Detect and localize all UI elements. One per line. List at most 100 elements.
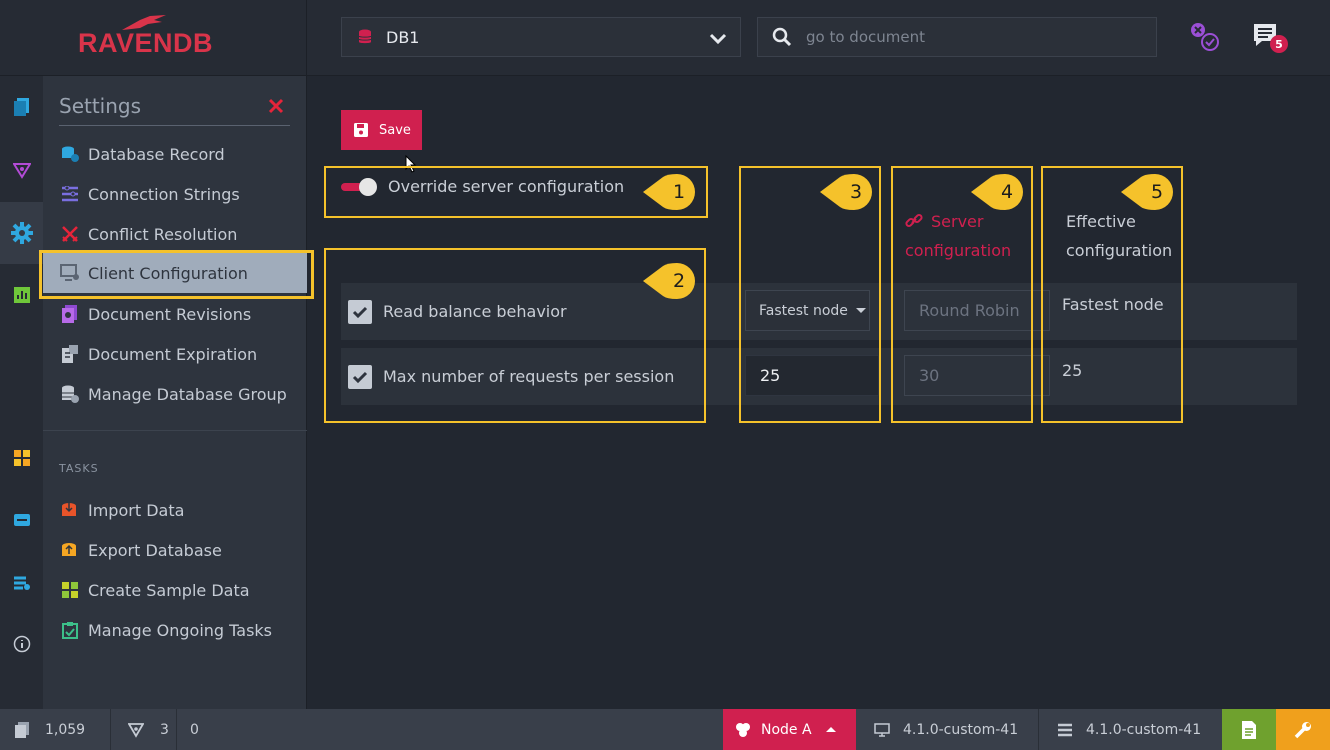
override-label: Override server configuration <box>388 177 625 196</box>
menu-item-label: Import Data <box>88 500 185 520</box>
app-logo[interactable]: RAVENDB <box>78 28 214 58</box>
index-errors-value: 0 <box>190 721 199 738</box>
save-button-label: Save <box>379 122 411 138</box>
main-nav-rail <box>0 76 43 709</box>
ongoing-tasks-icon <box>60 620 80 640</box>
callout-number: 1 <box>672 181 686 203</box>
monitor-icon <box>874 722 890 737</box>
import-icon <box>60 500 80 520</box>
callout-number: 5 <box>1150 181 1164 203</box>
menu-item-export-database[interactable]: Export Database <box>43 530 307 570</box>
menu-divider <box>59 125 290 126</box>
revisions-icon <box>60 304 80 324</box>
caret-down-icon <box>855 308 866 313</box>
documents-count-value: 1,059 <box>45 721 86 738</box>
conflict-icon <box>60 224 80 244</box>
max-requests-checkbox[interactable] <box>348 365 372 389</box>
callout-3: 3 <box>820 174 878 210</box>
document-button[interactable] <box>1222 709 1276 750</box>
checkmark-icon <box>352 371 368 384</box>
cluster-node-icon <box>736 722 750 737</box>
effective-max-requests: 25 <box>1062 361 1083 380</box>
indexes-icon <box>12 163 31 179</box>
menu-item-label: Create Sample Data <box>88 580 250 600</box>
menu-item-conflict-resolution[interactable]: Conflict Resolution <box>43 214 307 254</box>
client-version[interactable]: 4.1.0-custom-41 <box>874 709 1018 750</box>
top-bar: RAVENDB DB1 5 <box>0 0 1330 76</box>
export-icon <box>60 540 80 560</box>
effective-config-header: Effective configuration <box>1066 207 1172 265</box>
link-icon <box>905 213 923 228</box>
checkmark-icon <box>352 306 368 319</box>
menu-item-document-revisions[interactable]: Document Revisions <box>43 294 307 334</box>
index-errors-count[interactable]: 0 <box>190 709 199 750</box>
menu-item-manage-database-group[interactable]: Manage Database Group <box>43 374 307 414</box>
menu-item-label: Database Record <box>88 144 225 164</box>
rail-documents-query[interactable] <box>0 499 43 541</box>
database-group-icon <box>60 384 80 404</box>
close-icon[interactable] <box>267 97 285 115</box>
rail-about[interactable] <box>0 623 43 665</box>
search-input[interactable] <box>806 28 1136 46</box>
menu-item-manage-ongoing-tasks[interactable]: Manage Ongoing Tasks <box>43 610 307 650</box>
chevron-down-icon <box>709 33 727 45</box>
query-icon <box>13 514 30 526</box>
wrench-icon <box>1294 721 1311 738</box>
menu-item-create-sample-data[interactable]: Create Sample Data <box>43 570 307 610</box>
callout-4: 4 <box>971 174 1029 210</box>
menu-item-document-expiration[interactable]: Document Expiration <box>43 334 307 374</box>
client-config-icon <box>60 263 80 283</box>
read-balance-dropdown[interactable]: Fastest node <box>745 290 870 331</box>
save-button[interactable]: Save <box>341 110 422 150</box>
info-icon <box>13 635 30 653</box>
settings-menu: Settings Database Record Connection Stri… <box>43 76 307 709</box>
max-requests-input[interactable] <box>745 355 879 396</box>
callout-2: 2 <box>643 263 701 299</box>
server-config-header: Server configuration <box>905 207 1011 265</box>
tools-button[interactable] <box>1276 709 1330 750</box>
rail-manage-server[interactable] <box>0 562 43 604</box>
cluster-status-icon[interactable] <box>1188 20 1222 54</box>
indexes-icon <box>128 722 144 738</box>
logo-area: RAVENDB <box>0 0 307 76</box>
callout-1: 1 <box>643 174 701 210</box>
menu-item-label: Client Configuration <box>88 263 248 283</box>
read-balance-checkbox[interactable] <box>348 300 372 324</box>
rail-documents[interactable] <box>0 86 43 128</box>
status-separator <box>110 709 111 750</box>
indexes-count[interactable]: 3 <box>128 709 169 750</box>
server-icon <box>13 576 30 590</box>
menu-item-label: Document Revisions <box>88 304 252 324</box>
status-bar: 1,059 3 0 Node A 4.1.0-custom-41 4.1.0-c… <box>0 709 1330 750</box>
database-record-icon <box>60 144 80 164</box>
menu-item-label: Manage Ongoing Tasks <box>88 620 273 640</box>
toggle-track <box>341 183 373 191</box>
callout-number: 3 <box>849 181 863 203</box>
menu-item-label: Document Expiration <box>88 344 258 364</box>
tasks-icon <box>13 450 30 466</box>
menu-separator <box>43 430 307 431</box>
documents-count[interactable]: 1,059 <box>15 709 85 750</box>
menu-item-client-configuration[interactable]: Client Configuration <box>43 253 307 293</box>
menu-item-import-data[interactable]: Import Data <box>43 490 307 530</box>
save-icon <box>354 123 368 137</box>
override-toggle[interactable] <box>341 178 377 196</box>
database-selector[interactable]: DB1 <box>341 17 741 57</box>
notifications-button[interactable]: 5 <box>1252 22 1288 56</box>
rail-settings[interactable] <box>0 202 43 264</box>
menu-item-connection-strings[interactable]: Connection Strings <box>43 174 307 214</box>
menu-item-database-record[interactable]: Database Record <box>43 134 307 174</box>
rail-tasks[interactable] <box>0 437 43 479</box>
sample-data-icon <box>60 580 80 600</box>
max-requests-label: Max number of requests per session <box>383 367 675 386</box>
rail-indexes[interactable] <box>0 149 43 191</box>
node-selector-button[interactable]: Node A <box>723 709 856 750</box>
menu-item-label: Manage Database Group <box>88 384 287 404</box>
status-separator <box>176 709 177 750</box>
node-label: Node A <box>761 721 812 738</box>
server-version[interactable]: 4.1.0-custom-41 <box>1058 709 1201 750</box>
database-name: DB1 <box>386 27 420 47</box>
rail-stats[interactable] <box>0 274 43 316</box>
server-config-line2: configuration <box>905 241 1012 260</box>
search-box[interactable] <box>757 17 1157 57</box>
